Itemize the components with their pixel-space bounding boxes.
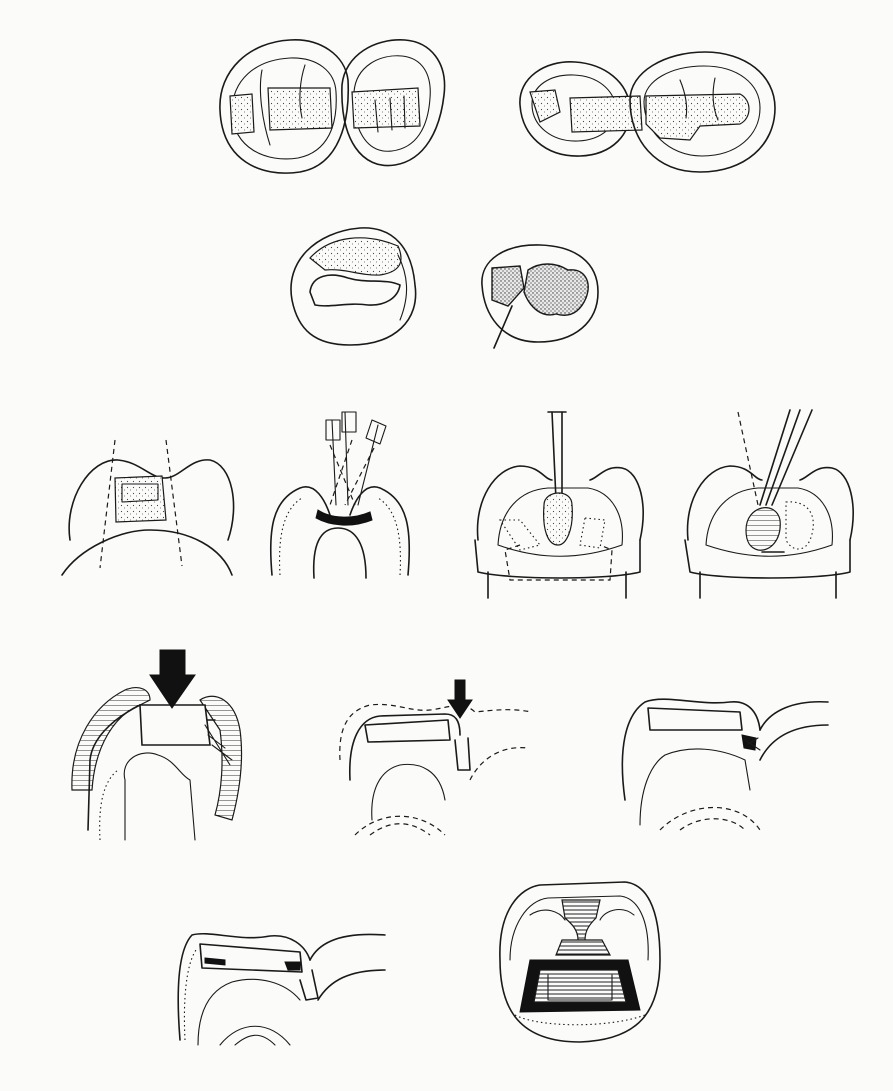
condenser-instrument-icon	[685, 410, 853, 598]
proximal-box-preparation-icon	[500, 882, 660, 1042]
restoration-section-icon	[178, 934, 385, 1045]
tooth-occlusal-outline-icon	[291, 228, 416, 345]
marginal-arrow-icon	[340, 680, 532, 835]
occlusal-view-two-teeth-icon-right	[520, 52, 775, 172]
burnisher-instrument-icon	[475, 412, 643, 598]
tooth-occlusal-shaded-icon	[482, 245, 598, 348]
proximal-contact-icon	[622, 699, 828, 830]
occlusal-view-two-teeth-icon	[220, 40, 445, 173]
dental-instruments-icon	[271, 412, 410, 578]
occlusal-force-arrow-icon	[72, 650, 242, 840]
cavity-taper-dashed-icon	[62, 440, 234, 575]
